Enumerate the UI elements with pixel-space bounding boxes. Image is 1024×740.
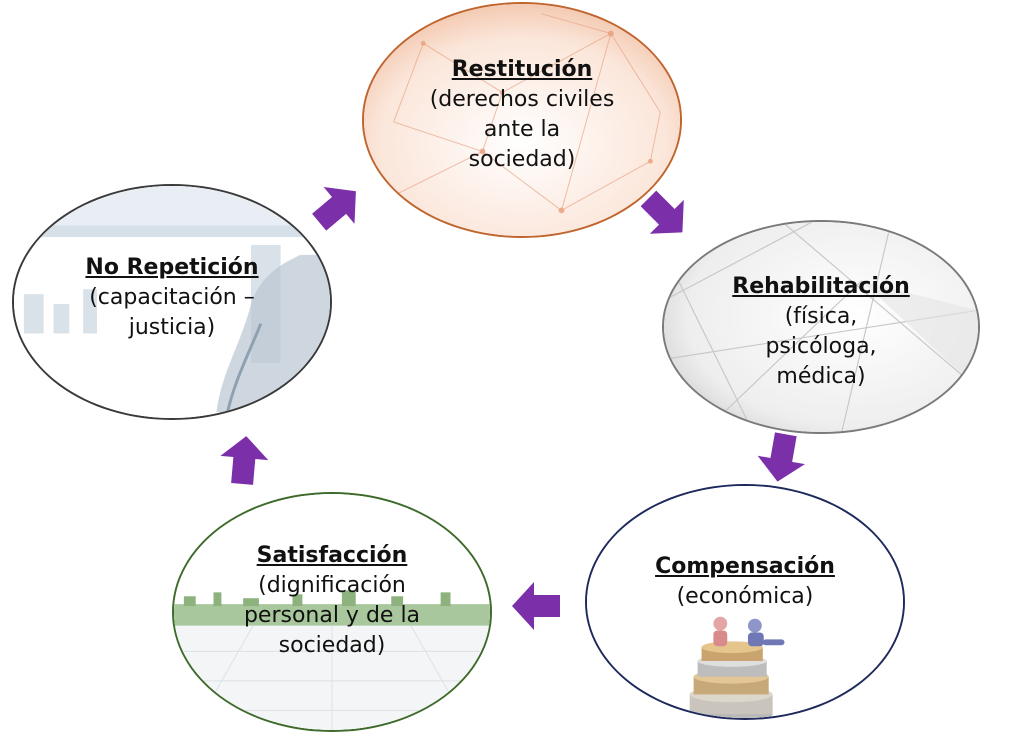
node-compensacion: Compensación (económica)	[585, 484, 905, 720]
node-satisfaccion-sub-1: (dignificación	[258, 573, 406, 598]
node-satisfaccion-text: Satisfacción (dignificación personal y d…	[226, 541, 438, 661]
arrow-compensacion-to-satisfaccion	[512, 582, 560, 630]
office-blur-background	[14, 186, 330, 418]
arrow-restitucion-to-rehabilitacion	[640, 190, 684, 234]
node-satisfaccion-sub-2: personal y de la	[243, 603, 421, 628]
node-norepeticion-text: No Repetición (capacitación – justicia)	[67, 253, 276, 343]
arrow-rehabilitacion-to-compensacion	[757, 432, 805, 482]
coin-stack-icon	[689, 641, 773, 718]
node-rehabilitacion-sub-3: médica)	[776, 364, 866, 389]
node-satisfaccion-title: Satisfacción	[256, 543, 408, 568]
node-satisfaccion-sub-3: sociedad)	[278, 633, 386, 658]
node-rehabilitacion-sub-1: (física,	[784, 304, 858, 329]
network-pattern-background	[364, 4, 680, 236]
node-restitucion-text: Restitución (derechos civiles ante la so…	[412, 55, 633, 175]
node-compensacion-sub-1: (económica)	[676, 584, 814, 609]
figurines-icon	[713, 616, 785, 647]
node-satisfaccion: Satisfacción (dignificación personal y d…	[172, 492, 492, 732]
node-restitucion: Restitución (derechos civiles ante la so…	[362, 2, 682, 238]
node-rehabilitacion: Rehabilitación (física, psicóloga, médic…	[662, 220, 980, 434]
node-restitucion-sub-2: ante la	[483, 117, 561, 142]
node-norepeticion-title: No Repetición	[85, 255, 259, 280]
node-compensacion-title: Compensación	[655, 554, 835, 579]
node-compensacion-text: Compensación (económica)	[637, 552, 853, 612]
node-restitucion-sub-3: sociedad)	[468, 147, 576, 172]
node-restitucion-sub-1: (derechos civiles	[429, 87, 615, 112]
city-plaza-background	[174, 494, 490, 730]
node-norepeticion-sub-1: (capacitación –	[89, 285, 255, 310]
node-rehabilitacion-title: Rehabilitación	[732, 274, 910, 299]
node-norepeticion: No Repetición (capacitación – justicia)	[12, 184, 332, 420]
node-restitucion-title: Restitución	[451, 57, 593, 82]
node-norepeticion-sub-2: justicia)	[128, 315, 216, 340]
node-rehabilitacion-text: Rehabilitación (física, psicóloga, médic…	[714, 272, 927, 392]
geometric-shards-background	[664, 222, 978, 432]
coin-stack-background	[587, 486, 903, 718]
arrow-norepeticion-to-restitucion	[312, 187, 356, 231]
node-rehabilitacion-sub-2: psicóloga,	[765, 334, 877, 359]
arrow-satisfaccion-to-norepeticion	[220, 436, 269, 485]
